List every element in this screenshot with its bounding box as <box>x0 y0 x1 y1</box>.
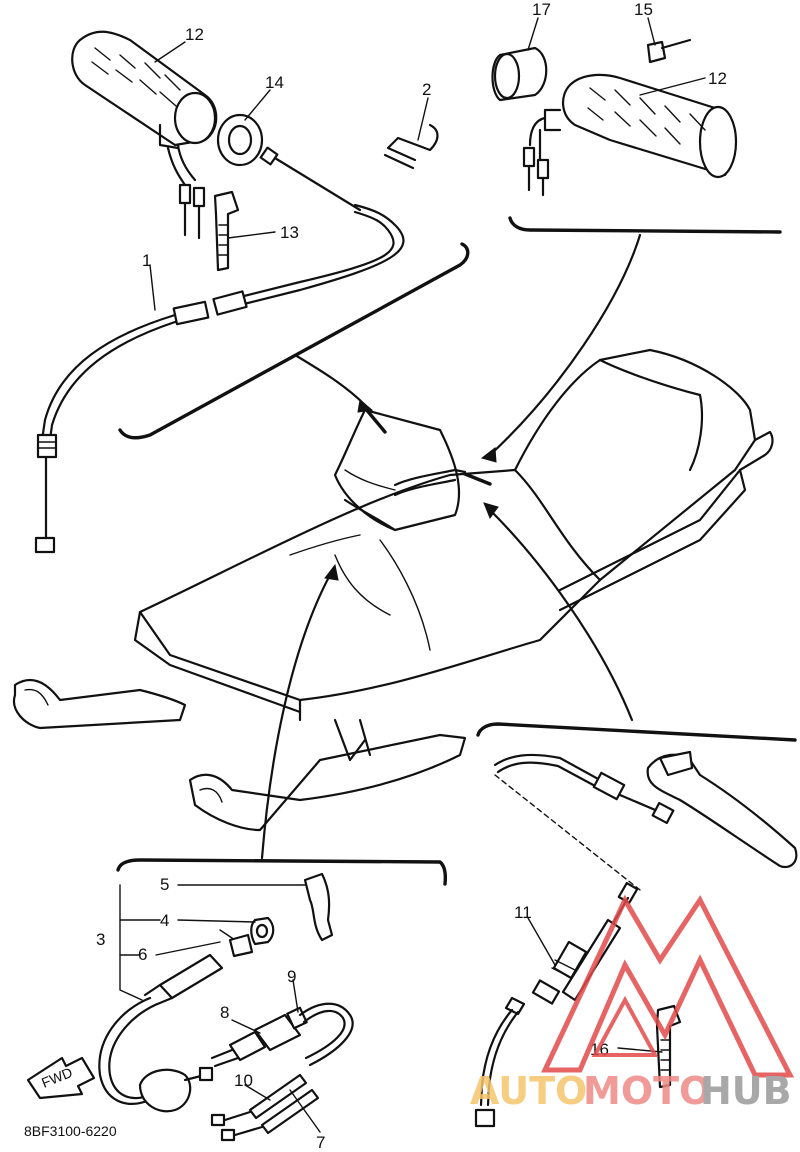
label-7: 7 <box>316 1133 325 1152</box>
watermark: AUTO MOTO HUB <box>470 894 795 1113</box>
fwd-arrow-icon: FWD <box>26 1056 96 1100</box>
grip-right <box>522 73 738 197</box>
label-1: 1 <box>142 251 151 270</box>
label-2: 2 <box>422 80 431 99</box>
ring-part <box>216 113 264 167</box>
label-8: 8 <box>220 1003 229 1022</box>
dashed-leader <box>494 774 641 891</box>
callout-top-left <box>118 242 470 440</box>
label-15: 15 <box>634 0 653 19</box>
screw-part <box>646 38 692 64</box>
label-10: 10 <box>234 1071 253 1090</box>
watermark-moto: MOTO <box>583 1069 711 1113</box>
lower-left-assembly <box>98 872 354 1142</box>
label-9: 9 <box>287 967 296 986</box>
brake-lever-assembly <box>493 750 798 869</box>
label-13: 13 <box>280 223 299 242</box>
label-4: 4 <box>160 911 169 930</box>
drawing-code: 8BF3100-6220 <box>24 1123 117 1139</box>
watermark-hub: HUB <box>700 1069 792 1113</box>
label-14: 14 <box>265 73 284 92</box>
label-17: 17 <box>532 0 551 19</box>
snowmobile-illustration <box>12 348 774 832</box>
cable-tie-left <box>213 190 240 272</box>
throttle-cable <box>34 146 405 554</box>
watermark-auto: AUTO <box>470 1069 587 1113</box>
callout-top-right <box>480 216 782 463</box>
grip-left <box>71 30 218 240</box>
callout-lower-left <box>116 563 448 886</box>
label-6: 6 <box>138 945 147 964</box>
label-3: 3 <box>96 930 105 949</box>
leader-lines <box>119 17 706 1133</box>
clip-part <box>383 123 439 170</box>
label-12-left: 12 <box>185 25 204 44</box>
label-5: 5 <box>160 875 169 894</box>
watermark-logo-icon <box>541 894 795 1078</box>
label-11: 11 <box>514 903 532 922</box>
cap-part <box>491 46 548 102</box>
label-12-right: 12 <box>708 69 727 88</box>
callout-lower-right <box>476 502 797 742</box>
